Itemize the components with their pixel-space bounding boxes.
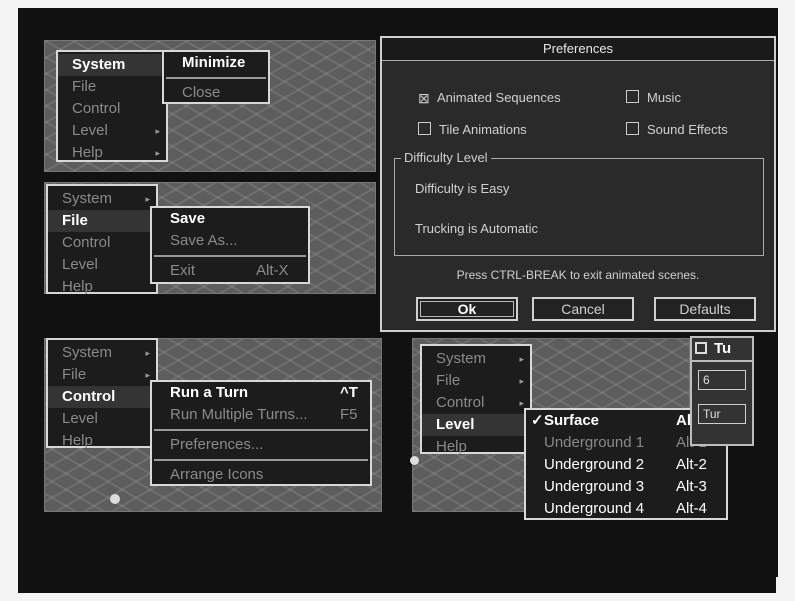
- checkbox-animated-sequences[interactable]: ⊠Animated Sequences: [418, 90, 561, 106]
- checkbox-sound-effects[interactable]: Sound Effects: [626, 122, 728, 137]
- checkbox-icon: [626, 122, 639, 135]
- menu-item-system[interactable]: System▸: [48, 188, 156, 210]
- level-submenu: ✓ Surface Alt-0 Underground 1 Alt-1 Unde…: [524, 408, 728, 520]
- menu-item-control[interactable]: Control▸: [422, 392, 530, 414]
- difficulty-text: Difficulty is Easy: [415, 181, 510, 196]
- main-menu-2: System▸ File Control Level Help: [46, 184, 158, 295]
- turn-panel: Tu 6 Tur: [690, 336, 754, 446]
- submenu-item-preferences[interactable]: Preferences...: [170, 436, 264, 453]
- menu-item-level[interactable]: Level: [62, 410, 98, 427]
- menu-item-control[interactable]: Control: [62, 234, 111, 251]
- paper-corner: [776, 577, 795, 601]
- checkbox-music[interactable]: Music: [626, 90, 681, 105]
- menu-item-control[interactable]: Control: [48, 386, 156, 408]
- menu-item-system[interactable]: System▸: [48, 342, 156, 364]
- submenu-arrow-icon: ▸: [145, 194, 150, 204]
- main-menu-1: System File Control Level▸ Help▸: [56, 50, 168, 162]
- cancel-button[interactable]: Cancel: [532, 297, 634, 321]
- submenu-arrow-icon: ▸: [155, 126, 160, 136]
- submenu-item-underground-4[interactable]: Underground 4 Alt-4: [526, 498, 726, 520]
- submenu-item-underground-2[interactable]: Underground 2 Alt-2: [526, 454, 726, 476]
- ctrl-break-hint: Press CTRL-BREAK to exit animated scenes…: [456, 268, 700, 282]
- dialog-title: Preferences: [382, 38, 774, 61]
- shortcut-exit: Alt-X: [256, 262, 289, 279]
- difficulty-group: Difficulty Level Difficulty is Easy Truc…: [394, 150, 764, 256]
- menu-separator: [154, 459, 368, 461]
- menu-item-file[interactable]: File▸: [48, 364, 156, 386]
- shortcut-underground-2: Alt-2: [676, 456, 707, 473]
- shortcut-underground-4: Alt-4: [676, 500, 707, 517]
- paper-margin: [0, 0, 18, 38]
- shortcut-underground-3: Alt-3: [676, 478, 707, 495]
- menu-item-control[interactable]: Control: [72, 100, 121, 117]
- menu-separator: [166, 77, 266, 79]
- unit-marker: [410, 456, 419, 465]
- menu-item-help[interactable]: Help: [436, 438, 467, 455]
- submenu-arrow-icon: ▸: [155, 148, 160, 158]
- menu-item-help[interactable]: Help▸: [58, 142, 166, 164]
- menu-item-system[interactable]: System: [58, 54, 166, 76]
- menu-item-file[interactable]: File▸: [422, 370, 530, 392]
- checkbox-icon: [418, 122, 431, 135]
- main-menu-3: System▸ File▸ Control Level Help: [46, 338, 158, 449]
- menu-item-level[interactable]: Level▸: [58, 120, 166, 142]
- shortcut-run-a-turn: ^T: [340, 384, 358, 401]
- submenu-arrow-icon: ▸: [145, 348, 150, 358]
- menu-item-system[interactable]: System▸: [422, 348, 530, 370]
- main-menu-4: System▸ File▸ Control▸ Level Help: [420, 344, 532, 455]
- submenu-item-close[interactable]: Close: [182, 84, 221, 101]
- window-menu-icon[interactable]: [695, 342, 707, 354]
- submenu-arrow-icon: ▸: [519, 376, 524, 386]
- ok-button[interactable]: Ok: [416, 297, 518, 321]
- submenu-item-save[interactable]: Save: [170, 210, 206, 227]
- defaults-button[interactable]: Defaults: [654, 297, 756, 321]
- menu-item-file[interactable]: File: [48, 210, 156, 232]
- submenu-arrow-icon: ▸: [519, 354, 524, 364]
- submenu-arrow-icon: ▸: [519, 398, 524, 408]
- control-submenu: Run a Turn ^T Run Multiple Turns... F5 P…: [150, 380, 372, 486]
- turn-count-field: 6: [698, 370, 746, 390]
- preferences-dialog: Preferences ⊠Animated Sequences Music Ti…: [380, 36, 776, 332]
- turn-panel-title: Tu: [692, 338, 752, 362]
- checkmark-icon: ✓: [531, 412, 544, 429]
- submenu-item-minimize[interactable]: Minimize: [182, 54, 246, 71]
- submenu-item-arrange-icons[interactable]: Arrange Icons: [170, 466, 264, 483]
- checkbox-tile-animations[interactable]: Tile Animations: [418, 122, 527, 137]
- checked-box-icon: ⊠: [418, 90, 430, 106]
- menu-item-level[interactable]: Level: [422, 414, 530, 436]
- menu-item-file[interactable]: File: [72, 78, 97, 95]
- menu-separator: [154, 255, 306, 257]
- submenu-item-underground-3[interactable]: Underground 3 Alt-3: [526, 476, 726, 498]
- menu-separator: [154, 429, 368, 431]
- difficulty-legend: Difficulty Level: [401, 150, 491, 165]
- shortcut-run-multiple-turns: F5: [340, 406, 358, 423]
- menu-item-level[interactable]: Level: [62, 256, 98, 273]
- submenu-item-run-a-turn[interactable]: Run a Turn ^T: [152, 382, 370, 404]
- menu-item-help[interactable]: Help: [62, 432, 93, 449]
- submenu-item-run-multiple-turns[interactable]: Run Multiple Turns... F5: [152, 404, 370, 426]
- submenu-arrow-icon: ▸: [145, 370, 150, 380]
- trucking-text: Trucking is Automatic: [415, 221, 539, 236]
- menu-item-help[interactable]: Help: [62, 278, 93, 295]
- checkbox-icon: [626, 90, 639, 103]
- system-submenu: Minimize Close: [162, 50, 270, 104]
- file-submenu: Save Save As... Exit Alt-X: [150, 206, 310, 284]
- submenu-item-save-as[interactable]: Save As...: [170, 232, 238, 249]
- turn-button[interactable]: Tur: [698, 404, 746, 424]
- unit-marker: [110, 494, 120, 504]
- submenu-item-exit[interactable]: Exit Alt-X: [152, 260, 308, 282]
